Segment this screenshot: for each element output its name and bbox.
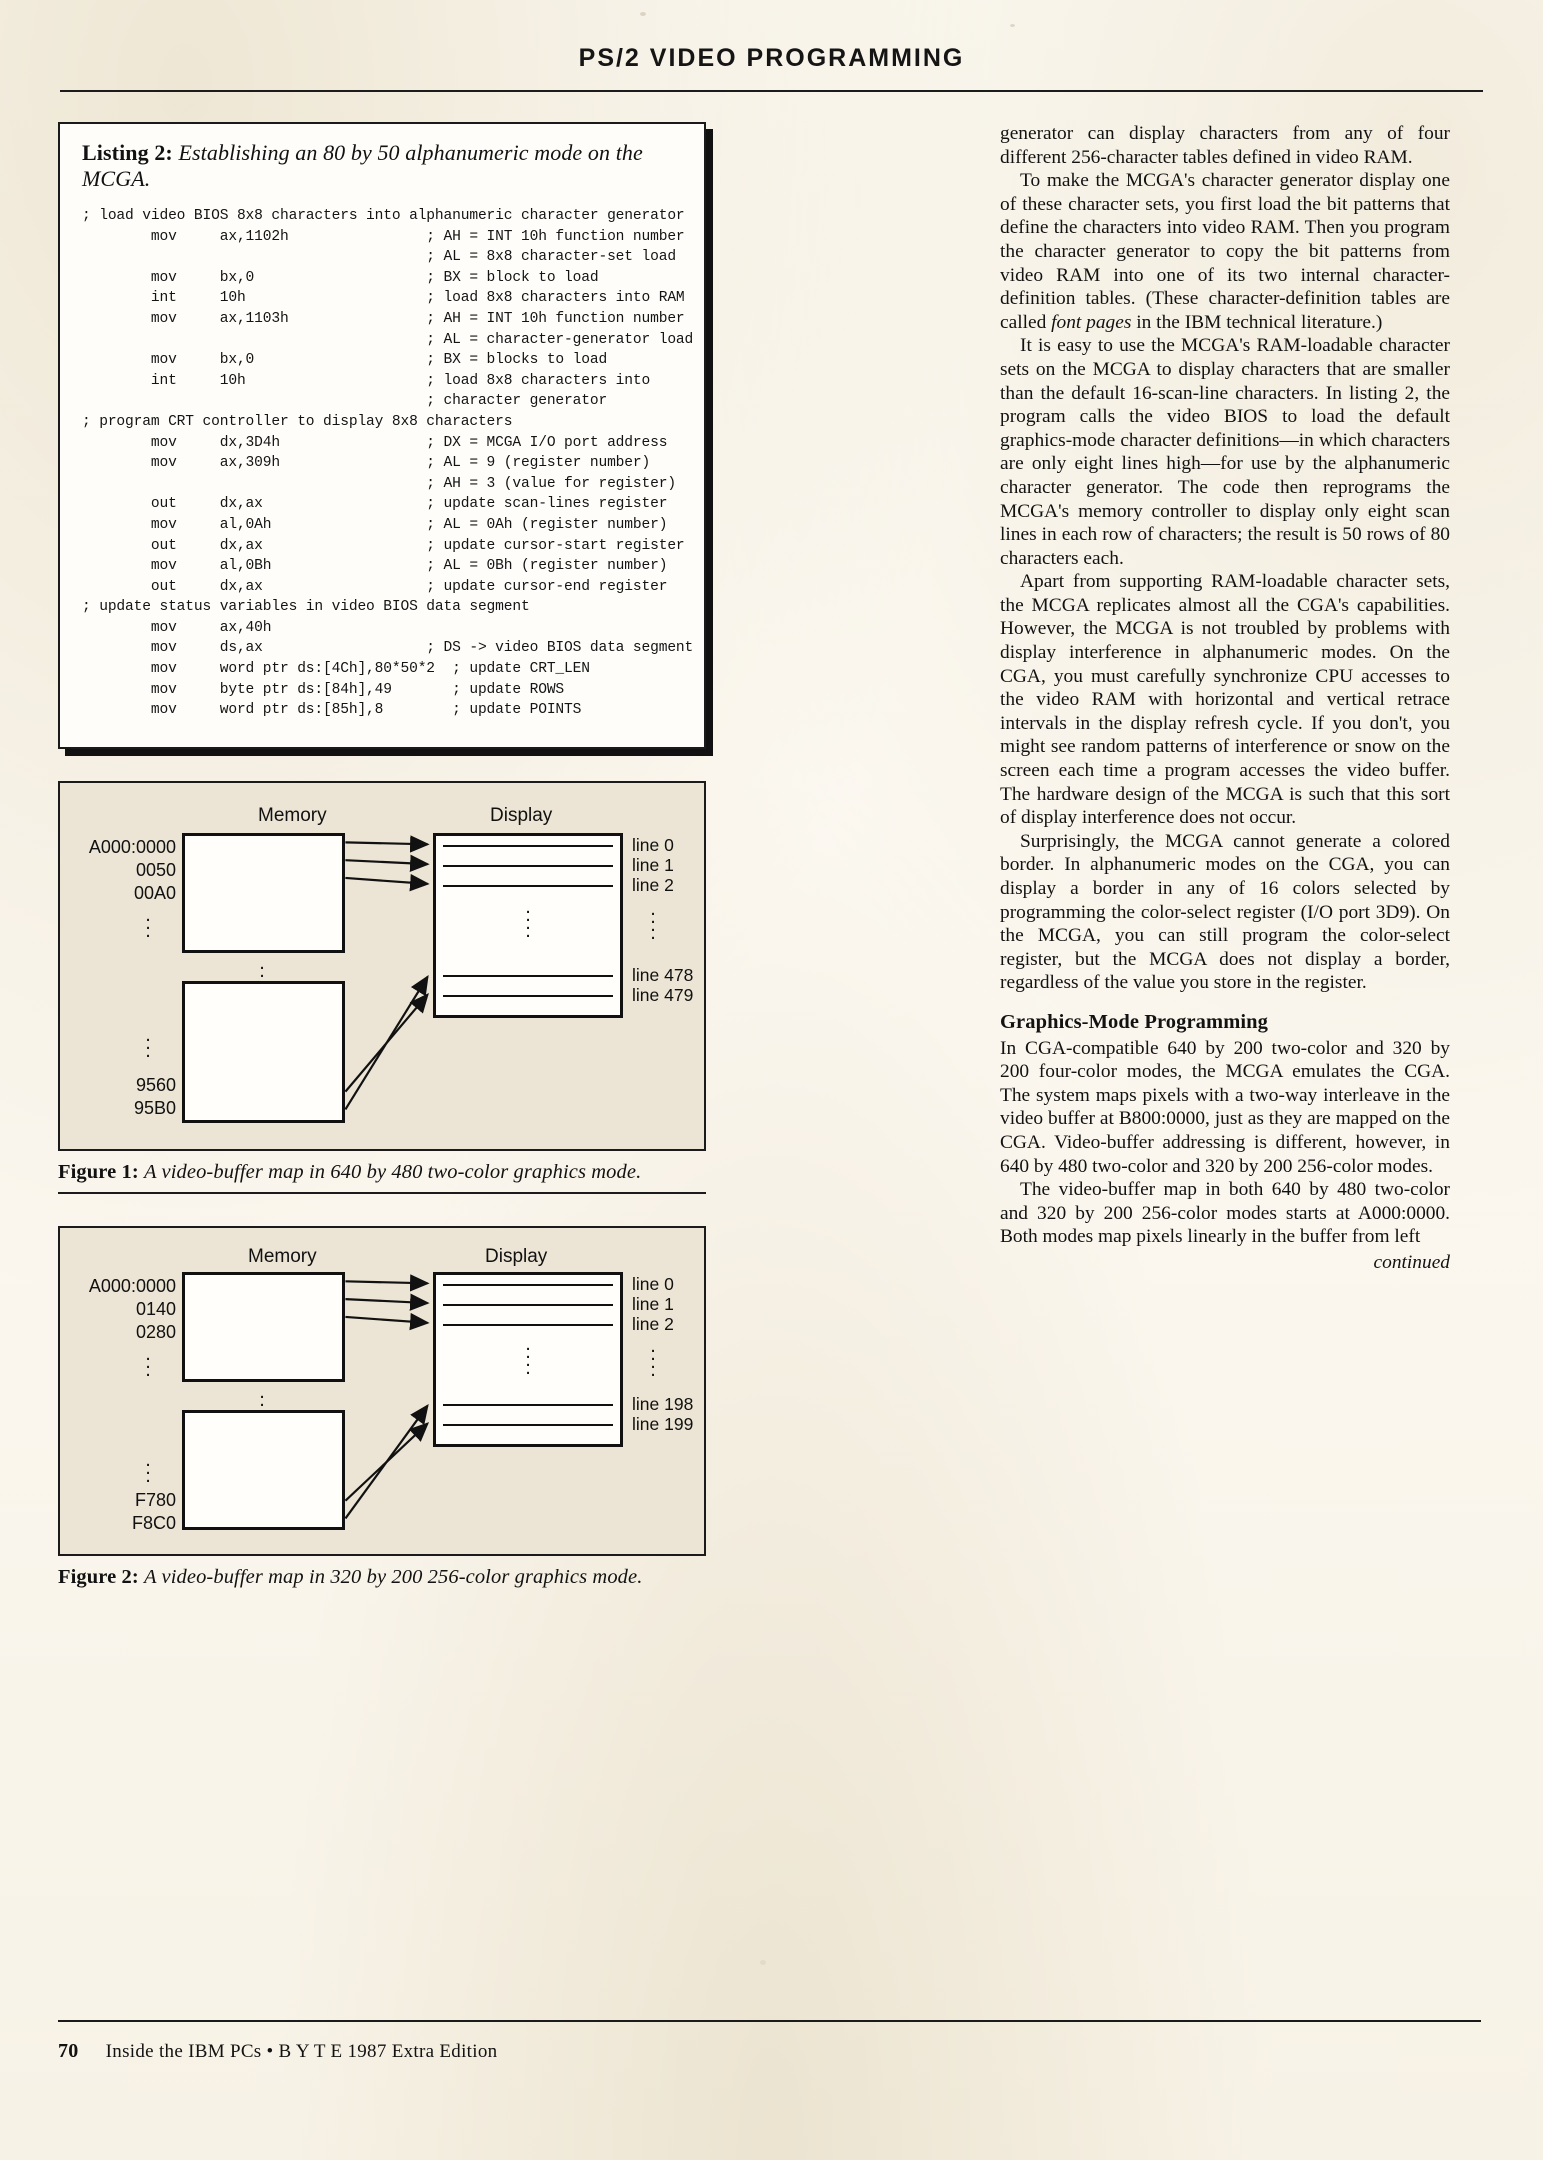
figure-2-caption-label: Figure 2:: [58, 1565, 139, 1588]
footer-text: Inside the IBM PCs • B Y T E 1987 Extra …: [105, 2041, 498, 2062]
figure-2-display-scanline: [443, 1323, 613, 1326]
figure-2-address-ellipsis-top: ...: [145, 1342, 151, 1381]
figure-1-address-lower-0: 9560: [135, 1074, 176, 1095]
figure-2-address-0: A000:0000: [88, 1275, 176, 1296]
header-rule: [60, 90, 1483, 92]
figure-2-memory-block-bottom: [182, 1409, 345, 1530]
footer-rule: [58, 2020, 1481, 2022]
figure-2-box: Memory Display A000:0000 0140 0280 ... .…: [58, 1225, 706, 1556]
figure-1-caption-text: A video-buffer map in 640 by 480 two-col…: [144, 1160, 642, 1183]
body-paragraph-7: The video-buffer map in both 640 by 480 …: [1000, 1179, 1450, 1248]
figure-1-display-scanline: [443, 864, 613, 867]
figure-2-display-scanline: [443, 1403, 613, 1406]
figure-1-memory-ellipsis: ...: [259, 951, 265, 990]
figure-2-memory-block-top: [182, 1271, 345, 1382]
body-paragraph-6: In CGA-compatible 640 by 200 two-color a…: [1000, 1037, 1450, 1177]
figure-1-caption-label: Figure 1:: [58, 1160, 139, 1183]
figure-2-display-scanline: [443, 1303, 613, 1306]
figure-1-display-ellipsis: ....: [525, 895, 531, 942]
figure-1-address-lower-1: 95B0: [133, 1097, 176, 1118]
figure-1-memory-block-bottom: [182, 980, 345, 1123]
listing-2-code: ; load video BIOS 8x8 characters into al…: [82, 208, 694, 719]
figure-1-display-scanline: [443, 974, 613, 977]
figure-2-memory-ellipsis: ...: [259, 1380, 265, 1419]
figure-2-address-1: 0140: [135, 1298, 176, 1319]
figure-2-address-lower-0: F780: [134, 1489, 176, 1510]
figure-2-caption: Figure 2: A video-buffer map in 320 by 2…: [58, 1566, 706, 1589]
figure-1-memory-block-top: [182, 832, 345, 953]
body-paragraph-2a: To make the MCGA's character generator d…: [1000, 170, 1450, 333]
figure-1-memory-label: Memory: [258, 804, 327, 826]
figure-2-line-label-198: line 198: [632, 1393, 694, 1414]
figure-2-line-label-0: line 0: [632, 1273, 674, 1294]
figure-2-display-scanline: [443, 1283, 613, 1286]
figure-1-caption: Figure 1: A video-buffer map in 640 by 4…: [58, 1161, 706, 1184]
figure-2-wrapper: Memory Display A000:0000 0140 0280 ... .…: [58, 1225, 706, 1589]
figure-1-caption-rule: [58, 1191, 706, 1194]
figure-1-line-label-479: line 479: [632, 984, 694, 1005]
figure-2-line-label-1: line 1: [632, 1293, 674, 1314]
right-column-body-text: generator can display characters from an…: [1000, 122, 1450, 1275]
figure-2-line-label-ellipsis: ....: [650, 1334, 656, 1381]
left-column: Listing 2: Establishing an 80 by 50 alph…: [58, 122, 706, 1589]
figure-1-display-scanline: [443, 994, 613, 997]
body-paragraph-2-italic: font pages: [1051, 311, 1132, 333]
scan-speck: [760, 1960, 766, 1965]
body-paragraph-2: To make the MCGA's character generator d…: [1000, 169, 1450, 334]
page-footer: 70 Inside the IBM PCs • B Y T E 1987 Ext…: [58, 2040, 497, 2063]
body-paragraph-5: Surprisingly, the MCGA cannot generate a…: [1000, 830, 1450, 994]
continued-marker: continued: [1373, 1251, 1450, 1273]
figure-2-display-label: Display: [485, 1245, 548, 1267]
figure-2-address-ellipsis-bottom: ...: [145, 1448, 151, 1487]
figure-1-address-ellipsis-top: ...: [145, 903, 151, 942]
figure-1-address-ellipsis-bottom: ...: [145, 1023, 151, 1062]
figure-2-caption-text: A video-buffer map in 320 by 200 256-col…: [144, 1565, 643, 1588]
figure-2-display-block: [433, 1271, 623, 1447]
figure-1-wrapper: Memory Display A000:0000 0050 00A0 ... .…: [58, 780, 706, 1194]
page-number: 70: [58, 2040, 79, 2062]
figure-1-line-label-2: line 2: [632, 874, 674, 895]
listing-2-box: Listing 2: Establishing an 80 by 50 alph…: [58, 122, 706, 749]
figure-1-display-scanline: [443, 884, 613, 887]
figure-1-display-block: [433, 832, 623, 1018]
figure-1-line-label-0: line 0: [632, 834, 674, 855]
listing-2-title-text: Establishing an 80 by 50 alphanumeric mo…: [82, 140, 643, 191]
section-heading-graphics-mode: Graphics-Mode Programming: [1000, 1010, 1269, 1033]
figure-1-address-0: A000:0000: [88, 836, 176, 857]
body-paragraph-4: Apart from supporting RAM-loadable chara…: [1000, 571, 1450, 829]
listing-2-title-label: Listing 2:: [82, 140, 173, 165]
scan-speck: [1010, 24, 1015, 27]
figure-2-memory-label: Memory: [248, 1245, 317, 1267]
figure-1-line-label-1: line 1: [632, 854, 674, 875]
figure-1-box: Memory Display A000:0000 0050 00A0 ... .…: [58, 780, 706, 1151]
listing-2-title: Listing 2: Establishing an 80 by 50 alph…: [82, 140, 690, 192]
figure-2-display-ellipsis: ....: [525, 1332, 531, 1379]
body-paragraph-3: It is easy to use the MCGA's RAM-loadabl…: [1000, 335, 1450, 569]
figure-1-line-label-478: line 478: [632, 964, 694, 985]
figure-1-address-1: 0050: [135, 859, 176, 880]
page-running-head: PS/2 VIDEO PROGRAMMING: [578, 44, 965, 72]
figure-1-display-label: Display: [490, 804, 553, 826]
scan-speck: [640, 12, 646, 16]
figure-2-address-2: 0280: [135, 1321, 176, 1342]
body-paragraph-2b: in the IBM technical literature.): [1131, 311, 1383, 333]
figure-2-display-scanline: [443, 1423, 613, 1426]
figure-2-line-label-199: line 199: [632, 1413, 694, 1434]
figure-2-line-label-2: line 2: [632, 1313, 674, 1334]
body-paragraph-1: generator can display characters from an…: [1000, 123, 1450, 168]
figure-2-address-lower-1: F8C0: [131, 1512, 176, 1533]
figure-1-line-label-ellipsis: ....: [650, 897, 656, 944]
figure-1-address-2: 00A0: [133, 882, 176, 903]
figure-1-display-scanline: [443, 844, 613, 847]
